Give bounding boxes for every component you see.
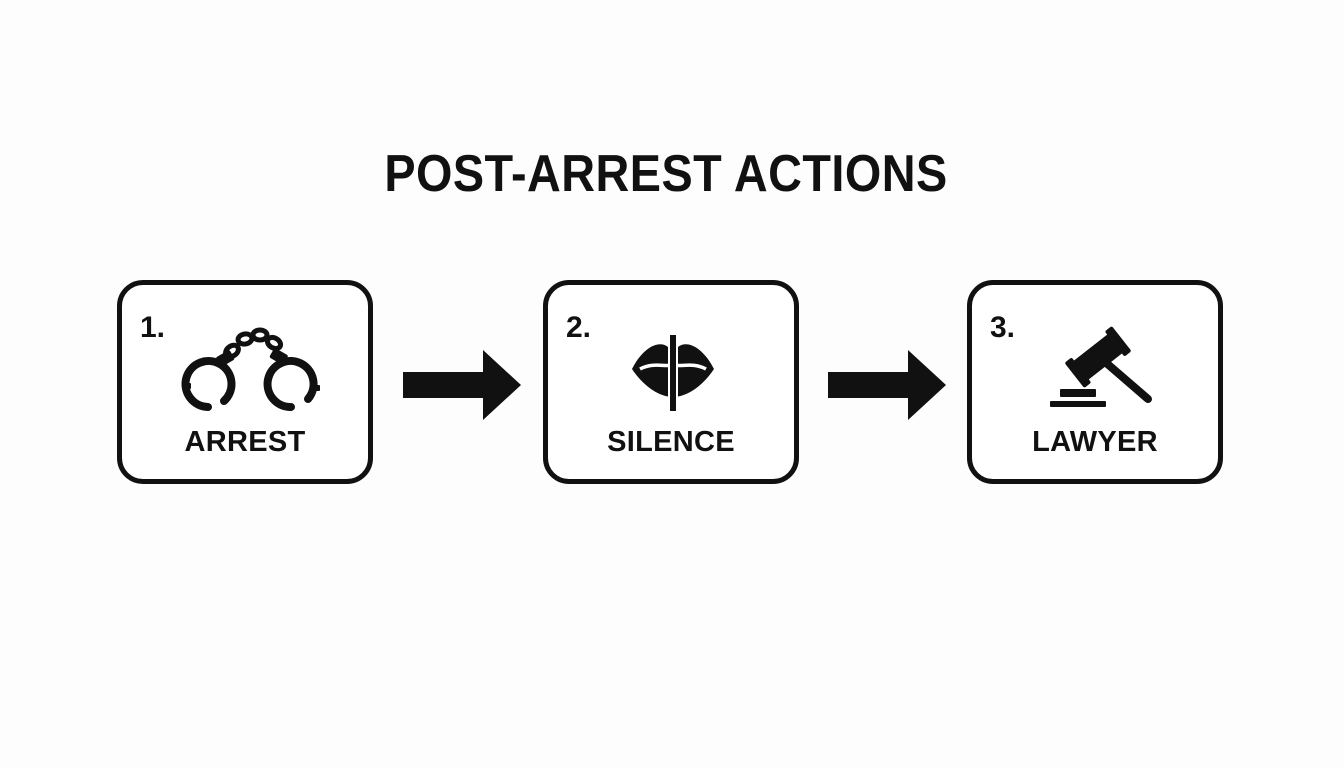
flow-arrow-icon [828,350,946,420]
diagram-title: POST-ARREST ACTIONS [384,145,948,203]
flow-arrow-icon [403,350,521,420]
gavel-icon [1050,326,1152,407]
step-box-lawyer: 3. LAWYER [967,280,1223,484]
step-number: 1. [140,311,166,344]
step-box-arrest: 1. ARREST [117,280,373,484]
step-label: LAWYER [1032,426,1158,458]
step-number: 3. [990,311,1016,344]
step-number: 2. [566,311,592,344]
handcuffs-icon [181,327,320,412]
sealed-lips-icon [632,333,714,413]
step-label: ARREST [184,426,306,458]
step-box-silence: 2. SILENCE [543,280,799,484]
step-label: SILENCE [607,426,735,458]
